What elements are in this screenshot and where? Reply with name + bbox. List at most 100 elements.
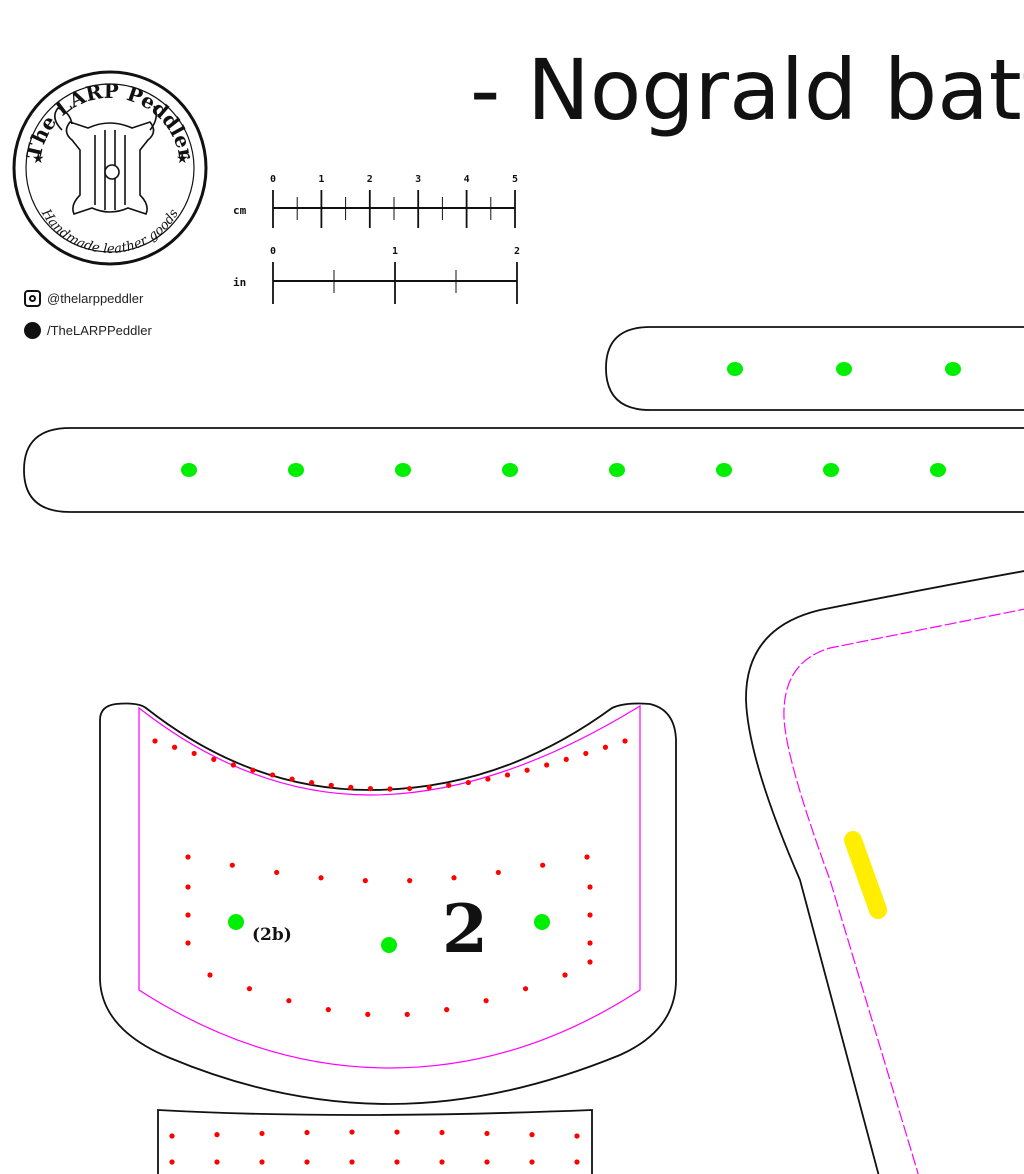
stitch-hole <box>574 1159 580 1165</box>
stitch-hole <box>504 772 511 778</box>
stitch-hole <box>439 1129 445 1136</box>
stitch-hole <box>484 1130 490 1137</box>
facebook-handle: /TheLARPPeddler <box>47 323 152 338</box>
stitch-hole <box>246 986 253 992</box>
stitch-hole <box>191 750 197 757</box>
stitch-hole <box>451 875 457 881</box>
stitch-hole <box>304 1129 310 1136</box>
stitch-hole <box>465 779 471 786</box>
stitch-hole <box>406 785 413 792</box>
stitch-hole <box>286 998 292 1004</box>
stitch-hole <box>522 986 529 992</box>
stitch-hole <box>587 912 593 918</box>
stitch-hole <box>426 784 432 790</box>
stitch-hole <box>185 884 191 890</box>
stitch-hole <box>602 744 609 750</box>
stitch-hole <box>365 1011 371 1017</box>
stitch-hole <box>169 1159 175 1165</box>
stitch-hole <box>250 767 256 773</box>
stitch-hole <box>563 756 569 762</box>
rivet-hole <box>228 914 244 930</box>
in-tick-label: 1 <box>392 246 398 257</box>
star-icon: ★ <box>176 151 189 167</box>
stitch-hole <box>274 869 280 876</box>
piece-number: 2 <box>442 890 488 968</box>
cm-label: cm <box>233 204 247 217</box>
stitch-hole <box>269 772 276 778</box>
stitch-hole <box>289 776 295 782</box>
stitch-hole <box>587 940 593 946</box>
stitch-hole <box>349 1129 355 1135</box>
cm-tick-label: 5 <box>512 174 518 185</box>
stitch-hole <box>214 1132 220 1138</box>
stitch-hole <box>185 854 191 860</box>
in-tick-label: 0 <box>270 246 276 257</box>
piece-3 <box>157 1109 593 1174</box>
stitch-hole <box>574 1133 580 1139</box>
strap-long <box>23 427 1024 513</box>
stitch-hole <box>185 940 191 946</box>
stitch-hole <box>214 1159 220 1165</box>
instagram-icon <box>24 290 41 307</box>
stitch-hole <box>207 972 213 978</box>
stitch-hole <box>439 1159 445 1165</box>
stitch-hole <box>304 1159 310 1165</box>
stitch-hole <box>394 1129 400 1135</box>
stitch-hole <box>483 998 489 1004</box>
rivet-hole <box>727 362 743 376</box>
cm-tick-label: 2 <box>367 174 373 185</box>
rivet-hole <box>716 463 732 477</box>
rivet-hole <box>823 463 839 477</box>
stitch-hole <box>229 862 235 868</box>
stitch-hole <box>407 878 413 884</box>
stitch-hole <box>171 744 178 750</box>
rivet-hole <box>381 937 397 953</box>
stitch-hole <box>367 785 374 792</box>
rivet-hole <box>930 463 946 477</box>
stitch-hole <box>622 738 628 744</box>
stitch-hole <box>362 878 368 884</box>
stitch-hole <box>484 1159 490 1165</box>
stitch-hole <box>446 782 452 788</box>
rivet-hole <box>945 362 961 376</box>
rivet-hole <box>181 463 197 477</box>
brand-logo: The LARP Peddler Handmade leather goods … <box>12 70 208 266</box>
stitch-hole <box>544 762 550 768</box>
stitch-hole <box>529 1159 535 1165</box>
stitch-hole <box>169 1133 175 1139</box>
cm-tick-label: 3 <box>415 174 421 185</box>
rivet-hole <box>395 463 411 477</box>
stitch-hole <box>587 959 593 965</box>
stitch-hole <box>349 1159 355 1165</box>
stitch-hole <box>348 784 354 790</box>
stitch-hole <box>495 869 501 876</box>
piece-2: 2 (2b) <box>99 702 677 1105</box>
social-facebook: /TheLARPPeddler <box>24 322 152 339</box>
in-label: in <box>233 276 246 289</box>
stitch-hole <box>485 776 491 782</box>
plate-large <box>745 570 1024 1174</box>
star-icon: ★ <box>32 151 45 167</box>
rivet-hole <box>609 463 625 477</box>
stitch-hole <box>259 1159 265 1165</box>
rivet-hole <box>836 362 852 376</box>
cm-tick-label: 0 <box>270 174 276 185</box>
stitch-hole <box>318 875 324 881</box>
leather-hide-icon <box>54 105 158 215</box>
stitch-hole <box>444 1007 450 1013</box>
stitch-hole <box>540 862 546 868</box>
stitch-hole <box>524 767 530 773</box>
rivet-hole <box>288 463 304 477</box>
stitch-hole <box>211 756 217 762</box>
stitch-hole <box>587 884 593 890</box>
stitch-hole <box>328 782 334 788</box>
highlight-mark <box>844 831 887 919</box>
stitch-hole <box>562 972 568 978</box>
page-title: - Nograld batt <box>470 41 1024 139</box>
piece-sub-label: (2b) <box>252 925 292 945</box>
stitch-hole <box>309 779 315 786</box>
stitch-hole <box>152 738 158 744</box>
stitch-hole <box>259 1130 265 1137</box>
stitch-hole <box>230 762 236 768</box>
